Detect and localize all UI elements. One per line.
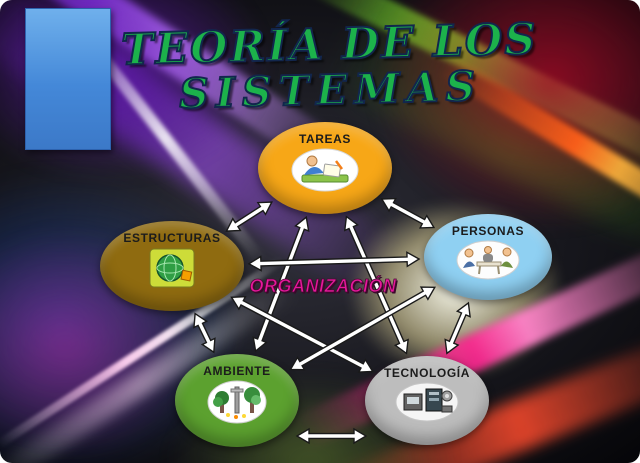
arrow-tareas-estructuras	[225, 201, 273, 232]
arrow-personas-tecnologia	[444, 301, 471, 355]
center-label-organizacion: ORGANIZACIÓN	[249, 276, 397, 297]
people-meeting-clipart-icon	[456, 240, 520, 280]
arrow-ambiente-tecnologia	[295, 427, 368, 445]
arrow-estructuras-personas	[247, 251, 421, 272]
node-personas-label: PERSONAS	[451, 224, 525, 238]
node-estructuras: ESTRUCTURAS	[100, 221, 244, 311]
node-tecnologia: TECNOLOGÍA	[365, 356, 489, 445]
globe-network-clipart-icon	[149, 248, 195, 288]
node-personas: PERSONAS	[424, 214, 552, 300]
node-estructuras-label: ESTRUCTURAS	[123, 231, 221, 245]
arrow-tareas-personas	[380, 197, 436, 229]
node-tareas: TAREAS	[258, 122, 392, 214]
node-ambiente: AMBIENTE	[175, 354, 299, 447]
node-tecnologia-label: TECNOLOGÍA	[384, 366, 470, 380]
environment-trees-clipart-icon	[207, 380, 267, 424]
arrow-estructuras-ambiente	[193, 312, 216, 354]
node-ambiente-label: AMBIENTE	[203, 364, 271, 378]
technology-machines-clipart-icon	[395, 382, 459, 422]
diagram-title: TEORÍA DE LOS SISTEMAS	[89, 14, 571, 119]
title-line-1: TEORÍA DE LOS	[120, 14, 539, 77]
node-tareas-label: TAREAS	[298, 132, 352, 146]
tasks-desk-clipart-icon	[291, 148, 359, 192]
